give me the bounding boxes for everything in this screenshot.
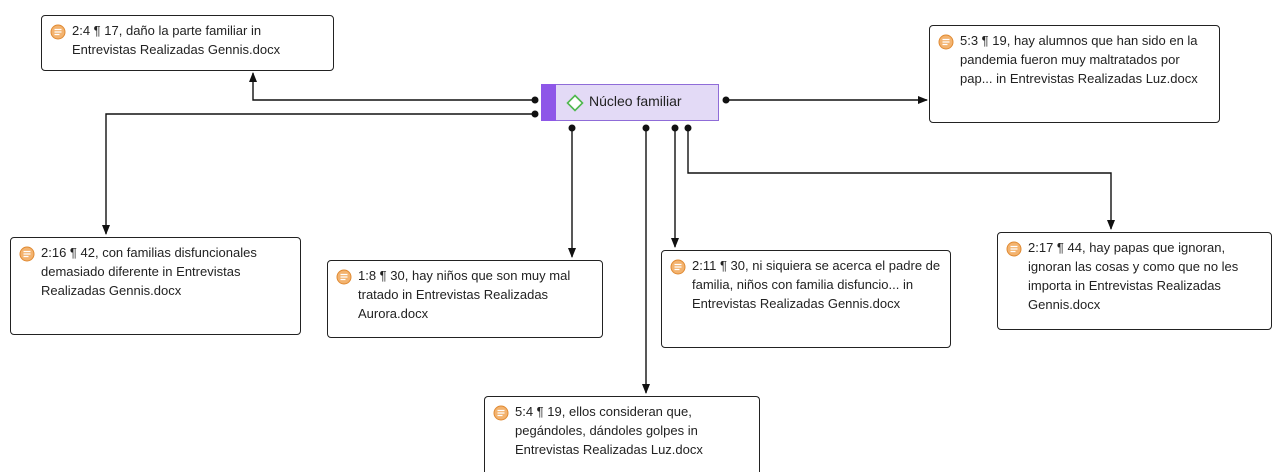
link-to-q-2-4[interactable] <box>249 72 535 101</box>
quotation-node-2-16[interactable]: 2:16 ¶ 42, con familias disfuncionales d… <box>10 237 301 335</box>
link-to-q-2-17[interactable] <box>687 128 1115 230</box>
link-anchor-dot <box>531 110 539 118</box>
code-label: Núcleo familiar <box>589 93 682 109</box>
link-anchor-dot <box>722 96 730 104</box>
quotation-node-5-3[interactable]: 5:3 ¶ 19, hay alumnos que han sido en la… <box>929 25 1220 123</box>
quotation-text: 2:16 ¶ 42, con familias disfuncionales d… <box>41 245 257 298</box>
code-diamond-icon <box>566 94 584 112</box>
quotation-text: 2:17 ¶ 44, hay papas que ignoran, ignora… <box>1028 240 1239 312</box>
quotation-text: 5:4 ¶ 19, ellos consideran que, pegándol… <box>515 404 703 457</box>
code-node-nucleo-familiar[interactable]: Núcleo familiar <box>541 84 719 121</box>
quotation-text: 2:11 ¶ 30, ni siquiera se acerca el padr… <box>692 258 941 311</box>
quotation-text: 5:3 ¶ 19, hay alumnos que han sido en la… <box>960 33 1198 86</box>
quotation-text: 1:8 ¶ 30, hay niños que son muy mal trat… <box>358 268 571 321</box>
document-quote-icon <box>336 269 352 285</box>
quotation-node-5-4[interactable]: 5:4 ¶ 19, ellos consideran que, pegándol… <box>484 396 760 472</box>
document-quote-icon <box>50 24 66 40</box>
link-anchor-dot <box>671 124 679 132</box>
quotation-node-2-11[interactable]: 2:11 ¶ 30, ni siquiera se acerca el padr… <box>661 250 951 348</box>
document-quote-icon <box>1006 241 1022 257</box>
link-anchor-dot <box>531 96 539 104</box>
link-anchor-dot <box>684 124 692 132</box>
quotation-node-1-8[interactable]: 1:8 ¶ 30, hay niños que son muy mal trat… <box>327 260 603 338</box>
document-quote-icon <box>19 246 35 262</box>
document-quote-icon <box>670 259 686 275</box>
link-to-q-2-16[interactable] <box>102 113 535 235</box>
quotation-text: 2:4 ¶ 17, daño la parte familiar in Entr… <box>72 23 281 57</box>
document-quote-icon <box>938 34 954 50</box>
link-anchor-dot <box>568 124 576 132</box>
document-quote-icon <box>493 405 509 421</box>
link-anchor-dot <box>642 124 650 132</box>
quotation-node-2-4[interactable]: 2:4 ¶ 17, daño la parte familiar in Entr… <box>41 15 334 71</box>
quotation-node-2-17[interactable]: 2:17 ¶ 44, hay papas que ignoran, ignora… <box>997 232 1272 330</box>
code-color-bar <box>541 84 556 121</box>
